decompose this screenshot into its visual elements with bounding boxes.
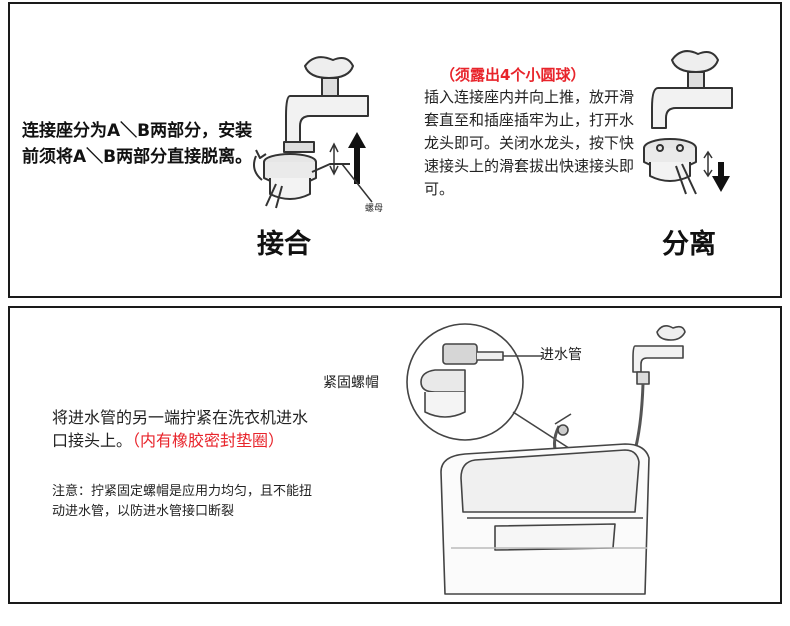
install-panel: 将进水管的另一端拧紧在洗衣机进水口接头上。（内有橡胶密封垫圈） 注意：拧紧固定螺…: [8, 306, 782, 604]
faucet-separate-illustration: [643, 50, 733, 195]
install-instruction-text: 将进水管的另一端拧紧在洗衣机进水口接头上。: [52, 408, 309, 450]
ball-note: （须露出4个小圆球）: [440, 66, 586, 84]
pipe-label: 进水管: [540, 347, 582, 363]
nut-label: 螺母: [365, 204, 384, 214]
install-instruction: 将进水管的另一端拧紧在洗衣机进水口接头上。（内有橡胶密封垫圈）: [52, 406, 322, 452]
connection-panel: 连接座分为A＼B两部分，安装前须将A＼B两部分直接脱离。 螺母 接合 （须露出4…: [8, 2, 782, 298]
connect-instructions: 插入连接座内并向上推，放开滑套直至和插座插牢为止，打开水龙头即可。关闭水龙头，按…: [424, 88, 635, 198]
washing-machine-illustration: [406, 323, 686, 595]
connector-description: 连接座分为A＼B两部分，安装前须将A＼B两部分直接脱离。: [22, 121, 253, 167]
connect-label: 接合: [257, 229, 311, 260]
separate-label: 分离: [662, 229, 716, 260]
faucet-connect-illustration: [253, 56, 373, 209]
gasket-note: （内有橡胶密封垫圈）: [132, 431, 285, 450]
cap-label: 紧固螺帽: [323, 375, 379, 391]
caution-note: 注意：拧紧固定螺帽是应用力均匀，且不能扭动进水管，以防进水管接口断裂: [52, 484, 313, 519]
